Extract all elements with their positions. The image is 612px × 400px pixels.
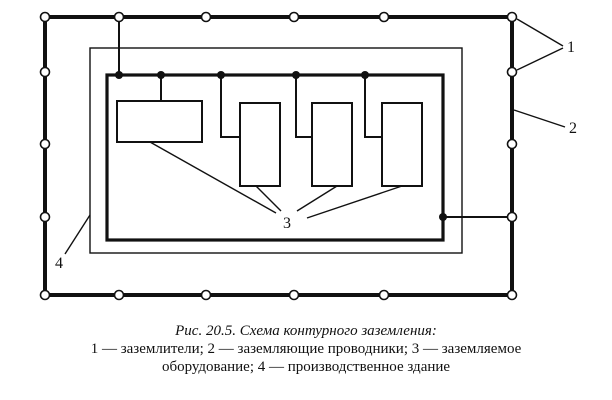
leader-line-3d bbox=[306, 185, 403, 219]
junction-dot bbox=[157, 71, 165, 79]
electrode bbox=[506, 211, 518, 223]
figure-caption: Рис. 20.5. Схема контурного заземления: … bbox=[0, 322, 612, 376]
leader-line-4 bbox=[64, 214, 91, 255]
electrode bbox=[39, 66, 51, 78]
callout-4: 4 bbox=[55, 255, 63, 272]
electrode bbox=[288, 289, 300, 301]
electrode bbox=[113, 289, 125, 301]
caption-legend-line-1: 1 — заземлители; 2 — заземляющие проводн… bbox=[90, 341, 522, 357]
equipment-4-lead bbox=[364, 75, 382, 138]
leader-line-1b bbox=[516, 47, 564, 71]
junction-dot bbox=[361, 71, 369, 79]
electrode bbox=[288, 11, 300, 23]
junction-dot bbox=[217, 71, 225, 79]
callout-1: 1 bbox=[567, 39, 575, 56]
leader-line-3b bbox=[255, 185, 282, 212]
electrode bbox=[200, 289, 212, 301]
inner-grounding-bus bbox=[105, 73, 445, 242]
equipment-box-2 bbox=[239, 102, 281, 187]
building-outline bbox=[89, 47, 463, 254]
electrode bbox=[39, 289, 51, 301]
equipment-2-lead bbox=[220, 75, 240, 138]
leader-lines bbox=[64, 18, 566, 255]
equipment-box-4 bbox=[381, 102, 423, 187]
electrode bbox=[39, 138, 51, 150]
callout-2: 2 bbox=[569, 120, 577, 137]
electrode bbox=[200, 11, 212, 23]
caption-legend-line-2: оборудование; 4 — производственное здани… bbox=[161, 359, 451, 375]
ground-electrodes bbox=[39, 11, 518, 301]
electrode bbox=[39, 11, 51, 23]
equipment-box-1 bbox=[116, 100, 203, 143]
callout-3: 3 bbox=[283, 215, 291, 232]
electrode bbox=[506, 138, 518, 150]
electrode bbox=[378, 11, 390, 23]
equipment-3-lead bbox=[295, 75, 312, 138]
equipment-box-3 bbox=[311, 102, 353, 187]
junction-dot bbox=[439, 213, 447, 221]
leader-line-3c bbox=[296, 185, 338, 212]
leader-line-3a bbox=[149, 141, 277, 214]
leader-line-1a bbox=[516, 18, 564, 47]
electrode bbox=[506, 66, 518, 78]
outer-grounding-loop bbox=[43, 15, 514, 297]
grounding-loop-diagram: 1 2 3 4 bbox=[39, 11, 577, 301]
leader-line-2 bbox=[513, 109, 566, 128]
junction-dot bbox=[292, 71, 300, 79]
electrode bbox=[39, 211, 51, 223]
junction-dot bbox=[115, 71, 123, 79]
electrode bbox=[506, 289, 518, 301]
electrode bbox=[113, 11, 125, 23]
caption-title: Рис. 20.5. Схема контурного заземления: bbox=[175, 323, 437, 339]
electrode bbox=[378, 289, 390, 301]
electrode bbox=[506, 11, 518, 23]
bus-junction-dots bbox=[115, 71, 447, 221]
